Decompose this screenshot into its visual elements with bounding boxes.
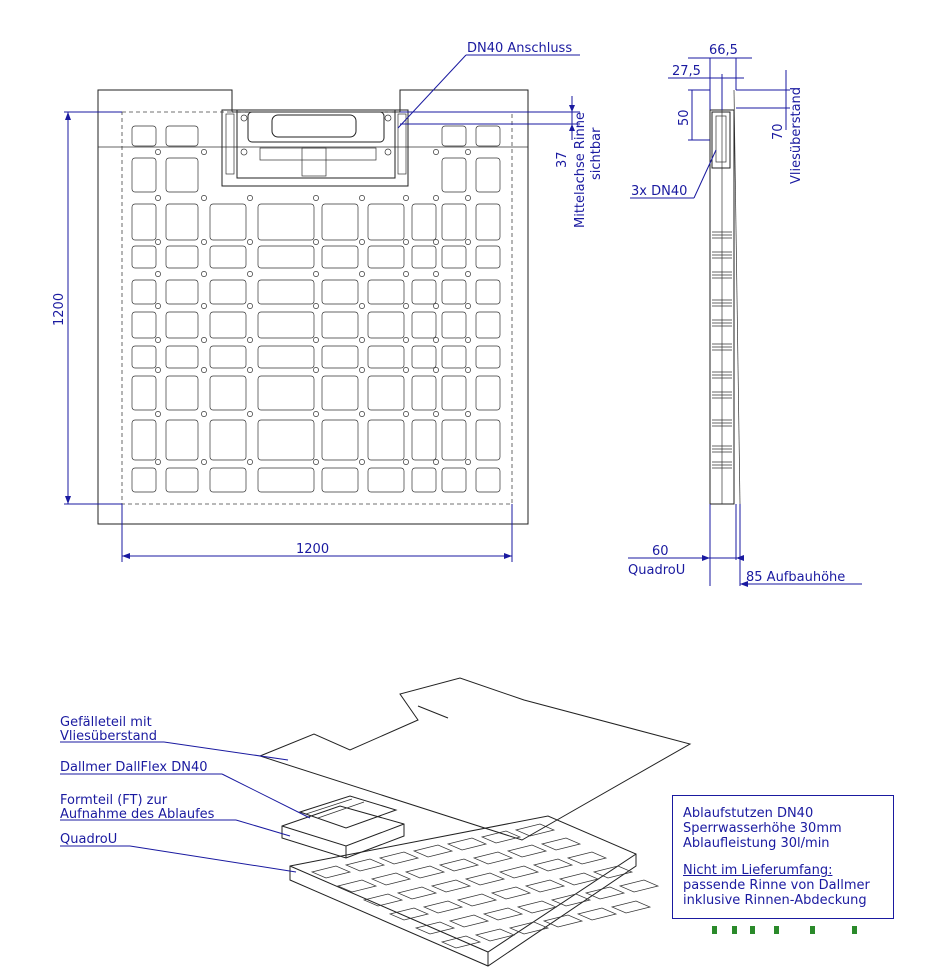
dim-axis-label: 37 <box>555 151 570 168</box>
note-line3: Ablaufleistung 30l/min <box>683 836 830 851</box>
label-fleece-overhang: Vliesüberstand <box>789 87 804 184</box>
dim-width-label: 1200 <box>296 542 329 557</box>
dim-70-label: 70 <box>771 123 786 140</box>
iso-view: Gefälleteil mit Vliesüberstand Dallmer D… <box>60 677 692 967</box>
iso-drain <box>298 795 398 829</box>
drain-housing <box>221 109 409 187</box>
callout-fleece-line2: Vliesüberstand <box>60 729 157 744</box>
dim-50-label: 50 <box>677 109 692 126</box>
iso-grid-tray <box>289 815 637 967</box>
label-3x-dn40: 3x DN40 <box>631 184 687 199</box>
callout-dallflex: Dallmer DallFlex DN40 <box>60 760 208 775</box>
callout-fleece-line1: Gefälleteil mit <box>60 715 152 730</box>
front-view: 1200 1200 DN40 Anschluss 37 Mittelachse … <box>52 41 604 562</box>
iso-grid-cells <box>310 823 660 949</box>
note-line4: Nicht im Lieferumfang: <box>683 863 833 878</box>
label-dn40-connection: DN40 Anschluss <box>467 41 572 56</box>
callout-formteil-line1: Formteil (FT) zur <box>60 793 168 808</box>
iso-fleece-sheet <box>258 677 692 841</box>
side-hatch <box>712 231 732 469</box>
logo-fragment <box>712 926 862 934</box>
plate-outline <box>121 111 513 505</box>
note-line6: inklusive Rinnen-Abdeckung <box>683 893 867 908</box>
iso-formteil <box>281 805 405 859</box>
label-axis-line1: Mittelachse Rinne <box>573 112 588 228</box>
callout-quadrou: QuadroU <box>60 832 117 847</box>
note-line2: Sperrwasserhöhe 30mm <box>683 821 842 836</box>
dim-665-label: 66,5 <box>709 43 738 58</box>
callout-formteil-line2: Aufnahme des Ablaufes <box>60 807 215 822</box>
dim-height-label: 1200 <box>52 293 67 326</box>
note-line1: Ablaufstutzen DN40 <box>683 806 814 821</box>
dim-60-label: 60 <box>652 544 669 559</box>
grid-pattern <box>131 125 501 493</box>
note-box: Ablaufstutzen DN40 Sperrwasserhöhe 30mm … <box>672 795 894 919</box>
dim-275-label: 27,5 <box>672 64 701 79</box>
fleece-outline <box>97 89 529 525</box>
label-axis-line2: sichtbar <box>589 127 604 180</box>
note-line5: passende Rinne von Dallmer <box>683 878 870 893</box>
label-quadrou-side: QuadroU <box>628 563 685 578</box>
dim-build-height-label: 85 Aufbauhöhe <box>746 570 845 585</box>
side-view: 66,5 27,5 50 70 Vliesüberstand 3x DN40 6… <box>628 43 862 587</box>
